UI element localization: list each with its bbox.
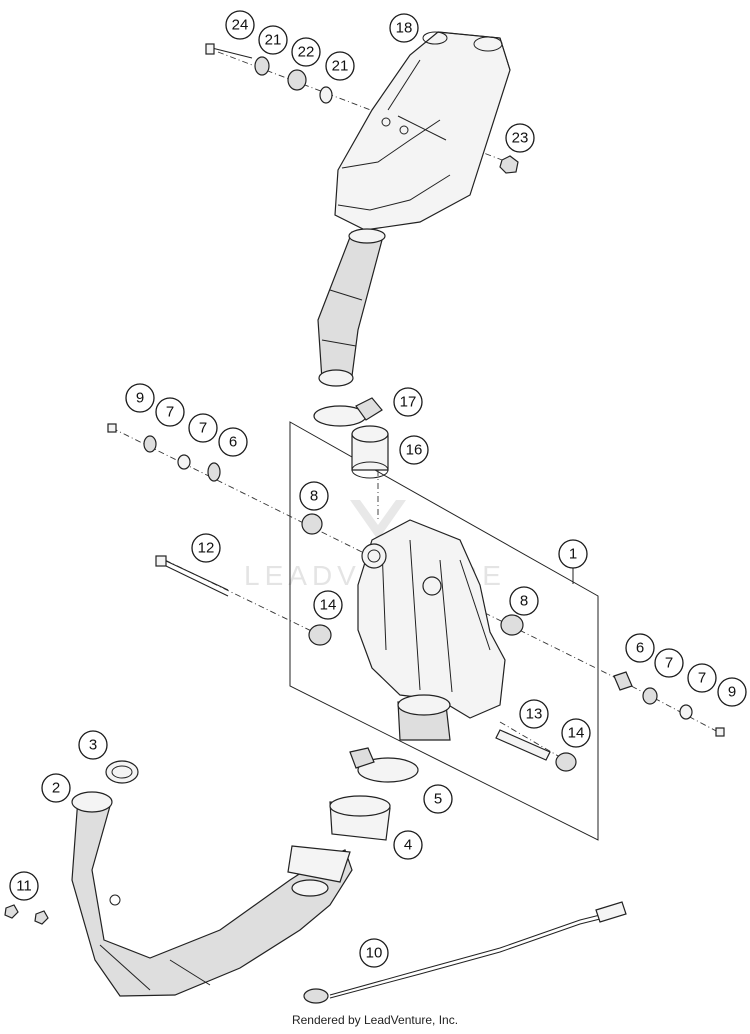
svg-text:5: 5	[434, 791, 442, 808]
svg-text:8: 8	[310, 488, 318, 505]
callout-4: 4	[393, 830, 423, 860]
svg-text:3: 3	[89, 737, 97, 754]
svg-text:13: 13	[526, 706, 543, 723]
callout-6: 6	[218, 427, 248, 457]
svg-text:8: 8	[520, 593, 528, 610]
svg-text:2: 2	[52, 780, 60, 797]
spacer-14-left	[308, 624, 332, 646]
callout-1: 1	[558, 539, 588, 569]
callout-7: 7	[687, 663, 717, 693]
svg-text:6: 6	[636, 640, 644, 657]
svg-text:7: 7	[698, 670, 706, 687]
right-hardware	[495, 614, 725, 772]
svg-text:4: 4	[404, 837, 412, 854]
svg-text:9: 9	[728, 684, 736, 701]
callout-6: 6	[625, 633, 655, 663]
callout-17: 17	[393, 387, 423, 417]
callout-11: 11	[9, 871, 39, 901]
svg-text:23: 23	[512, 130, 529, 147]
link-pipe	[317, 228, 386, 387]
callout-12: 12	[191, 533, 221, 563]
sleeve-16	[351, 425, 389, 479]
bolt-12	[155, 555, 229, 597]
callout-22: 22	[291, 37, 321, 67]
callout-5: 5	[423, 784, 453, 814]
svg-text:6: 6	[229, 434, 237, 451]
svg-text:9: 9	[136, 390, 144, 407]
svg-text:16: 16	[406, 442, 423, 459]
callout-8: 8	[299, 481, 329, 511]
gasket-3	[105, 760, 139, 784]
callout-7: 7	[155, 397, 185, 427]
header-pipe	[71, 791, 353, 997]
assembly-frame	[289, 421, 599, 841]
svg-text:14: 14	[568, 725, 585, 742]
callout-23: 23	[505, 123, 535, 153]
nuts-11	[4, 904, 49, 925]
callout-7: 7	[654, 648, 684, 678]
oxygen-sensor	[303, 901, 627, 1004]
callout-14: 14	[313, 590, 343, 620]
clamp-17	[313, 397, 383, 427]
callout-9: 9	[717, 677, 747, 707]
callout-21: 21	[258, 25, 288, 55]
svg-text:1: 1	[569, 546, 577, 563]
callout-13: 13	[519, 699, 549, 729]
callout-18: 18	[389, 13, 419, 43]
svg-text:17: 17	[400, 394, 417, 411]
callout-14: 14	[561, 718, 591, 748]
svg-text:11: 11	[16, 878, 32, 895]
left-hardware	[107, 423, 323, 535]
muffler	[334, 31, 511, 231]
callout-9: 9	[125, 383, 155, 413]
callout-8: 8	[509, 586, 539, 616]
callout-3: 3	[78, 730, 108, 760]
svg-text:21: 21	[265, 32, 282, 49]
callout-10: 10	[359, 938, 389, 968]
svg-text:24: 24	[232, 17, 249, 34]
svg-text:12: 12	[198, 540, 215, 557]
callout-16: 16	[399, 435, 429, 465]
top-hardware	[205, 43, 519, 174]
svg-text:18: 18	[396, 20, 413, 37]
callout-21: 21	[325, 51, 355, 81]
svg-text:7: 7	[199, 420, 207, 437]
svg-text:22: 22	[298, 44, 315, 61]
credit-line: Rendered by LeadVenture, Inc.	[291, 1013, 459, 1027]
callout-2: 2	[41, 773, 71, 803]
clamp-5	[349, 747, 419, 783]
callout-24: 24	[225, 10, 255, 40]
svg-text:7: 7	[166, 404, 174, 421]
callout-7: 7	[188, 413, 218, 443]
center-box	[357, 519, 506, 741]
svg-text:7: 7	[665, 655, 673, 672]
svg-text:14: 14	[320, 597, 337, 614]
svg-text:21: 21	[332, 58, 349, 75]
sleeve-4	[329, 795, 391, 841]
svg-text:10: 10	[366, 945, 383, 962]
